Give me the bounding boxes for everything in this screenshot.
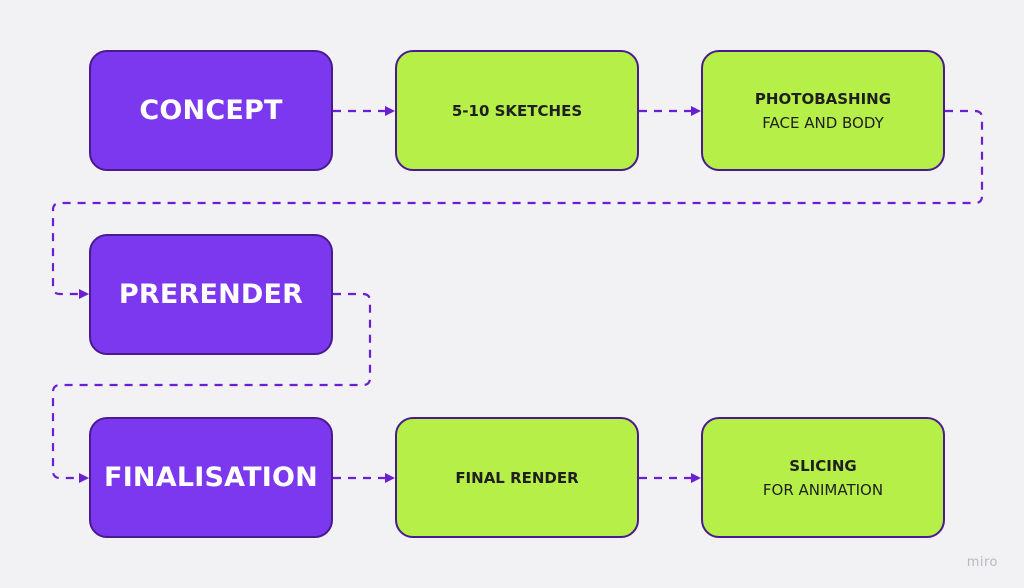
stage-concept[interactable]: CONCEPT [89,50,333,171]
step-sketches-title: 5-10 SKETCHES [451,101,583,120]
step-slicing-subtitle: FOR ANIMATION [762,480,884,499]
step-photobashing-title: PHOTOBASHING [754,89,892,108]
step-slicing[interactable]: SLICING FOR ANIMATION [701,417,945,538]
stage-finalisation-label: FINALISATION [104,462,318,493]
stage-prerender[interactable]: PRERENDER [89,234,333,355]
step-final-render-title: FINAL RENDER [455,468,579,487]
stage-concept-label: CONCEPT [139,95,283,126]
step-photobashing[interactable]: PHOTOBASHING FACE AND BODY [701,50,945,171]
step-sketches[interactable]: 5-10 SKETCHES [395,50,639,171]
connector-photobashing-to-prerender [51,109,984,299]
miro-watermark: miro [966,555,998,570]
step-final-render[interactable]: FINAL RENDER [395,417,639,538]
step-photobashing-subtitle: FACE AND BODY [762,113,884,132]
stage-finalisation[interactable]: FINALISATION [89,417,333,538]
stage-prerender-label: PRERENDER [118,279,304,310]
step-slicing-title: SLICING [789,456,857,475]
connector-prerender-to-finalisation [51,292,372,483]
